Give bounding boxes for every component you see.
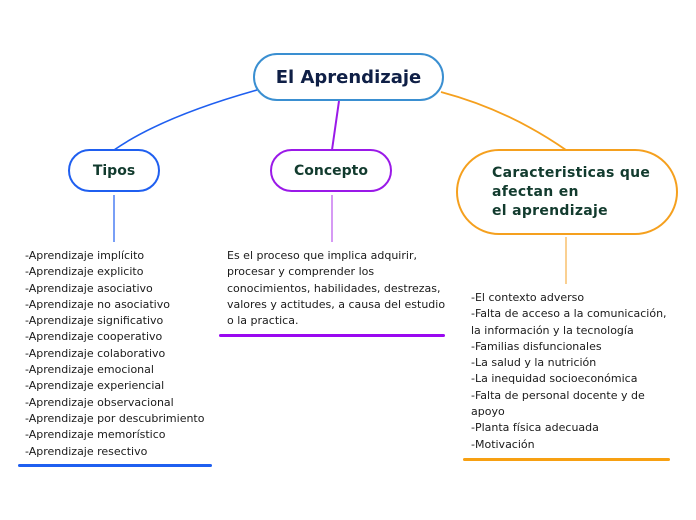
root-title: El Aprendizaje: [275, 66, 422, 88]
node-tipos[interactable]: Tipos: [68, 149, 160, 192]
connector-root-caracteristicas: [440, 91, 567, 151]
connector-root-tipos: [113, 89, 258, 151]
concepto-text: Es el proceso que implica adquirir, proc…: [227, 249, 446, 328]
caracteristicas-list: -El contexto adverso -Falta de acceso a …: [471, 291, 667, 451]
tipos-underline: [18, 464, 212, 467]
node-caracteristicas[interactable]: Caracteristicas que afectan en el aprend…: [456, 149, 678, 235]
node-concepto-label: Concepto: [294, 162, 368, 179]
tipos-list: -Aprendizaje implícito -Aprendizaje expl…: [25, 249, 205, 458]
node-concepto[interactable]: Concepto: [270, 149, 392, 192]
caracteristicas-underline: [463, 458, 670, 461]
concepto-underline: [219, 334, 445, 337]
connector-root-concepto: [331, 100, 340, 151]
node-caracteristicas-label: Caracteristicas que afectan en el aprend…: [492, 164, 651, 219]
root-node[interactable]: El Aprendizaje: [253, 53, 444, 101]
node-tipos-label: Tipos: [92, 162, 136, 179]
